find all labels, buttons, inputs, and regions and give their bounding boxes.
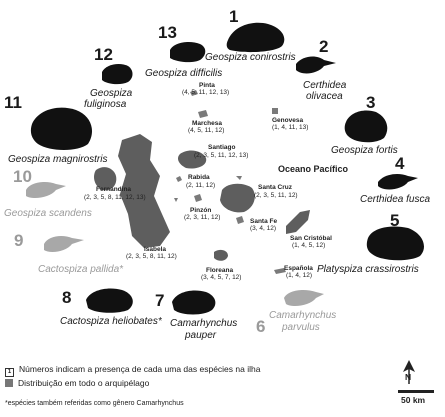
island-label-santa-fe: Santa Fe bbox=[250, 218, 278, 225]
species-name-2b: olivacea bbox=[306, 91, 343, 102]
species-number-13: 13 bbox=[158, 23, 177, 42]
island-label-santiago: Santiago bbox=[208, 144, 236, 151]
island-label-santa-cruz: Santa Cruz bbox=[258, 184, 292, 191]
scale-label: 50 km bbox=[401, 395, 426, 405]
island-codes-pinzon: (2, 3, 11, 12) bbox=[184, 214, 221, 221]
island-codes-espanola: (1, 4, 12) bbox=[286, 272, 313, 279]
island-label-pinta: Pinta bbox=[199, 82, 215, 89]
species-name-8: Cactospiza heliobates* bbox=[60, 316, 162, 327]
island-codes-floreana: (3, 4, 5, 7, 12) bbox=[201, 274, 242, 281]
island-floreana bbox=[214, 249, 228, 261]
island-codes-santa-cruz: (2, 3, 5, 11, 12) bbox=[254, 192, 298, 199]
species-name-4: Certhidea fusca bbox=[360, 194, 431, 205]
island-label-espanola: Española bbox=[284, 265, 313, 272]
island-genovesa bbox=[272, 108, 278, 114]
legend-number-box: 1 bbox=[5, 368, 14, 377]
species-name-10: Geospiza scandens bbox=[4, 208, 92, 219]
island-small-1 bbox=[236, 176, 242, 180]
island-isabela bbox=[118, 134, 170, 248]
bird-12-silhouette bbox=[102, 64, 133, 85]
island-santiago bbox=[178, 150, 207, 169]
bird-8-silhouette bbox=[86, 288, 133, 313]
island-codes-genovesa: (1, 4, 11, 13) bbox=[272, 124, 309, 131]
species-number-7: 7 bbox=[155, 291, 165, 310]
species-name-13: Geospiza difficilis bbox=[145, 68, 223, 79]
island-label-fernandina: Fernandina bbox=[96, 186, 132, 193]
island-codes-isabela: (2, 3, 5, 8, 11, 12) bbox=[126, 253, 177, 260]
bird-4-silhouette bbox=[378, 174, 418, 190]
island-label-floreana: Floreana bbox=[206, 267, 234, 274]
island-codes-santiago: (2, 3, 5, 11, 12, 13) bbox=[194, 152, 249, 159]
north-arrow-icon bbox=[403, 360, 415, 384]
island-codes-san-cristobal: (1, 4, 5, 12) bbox=[292, 242, 326, 249]
footnote: *espécies também referidas como gênero C… bbox=[5, 400, 184, 407]
bird-3-silhouette bbox=[344, 110, 388, 143]
species-number-12: 12 bbox=[94, 45, 113, 64]
species-name-2a: Certhidea bbox=[303, 80, 347, 91]
island-santa-cruz bbox=[220, 183, 255, 213]
species-number-10: 10 bbox=[13, 167, 32, 186]
species-number-6: 6 bbox=[256, 317, 266, 336]
legend-numbers: 1 Números indicam a presença de cada uma … bbox=[5, 364, 260, 377]
species-name-1: Geospiza conirostris bbox=[205, 52, 296, 63]
island-label-genovesa: Genovesa bbox=[272, 117, 304, 124]
ocean-label: Oceano Pacífico bbox=[278, 164, 349, 174]
island-codes-rabida: (2, 11, 12) bbox=[186, 182, 216, 189]
bird-13-silhouette bbox=[170, 42, 206, 63]
island-codes-pinta: (4, 5, 11, 12, 13) bbox=[182, 89, 230, 96]
island-rabida bbox=[176, 176, 182, 182]
island-label-marchesa: Marchesa bbox=[192, 120, 222, 127]
bird-7-silhouette bbox=[172, 290, 216, 315]
legend-gray: Distribuição em todo o arquipélago bbox=[5, 378, 149, 388]
species-name-12b: fuliginosa bbox=[84, 99, 127, 110]
species-name-7a: Camarhynchus bbox=[170, 318, 238, 329]
legend-gray-label: Distribuição em todo o arquipélago bbox=[18, 378, 150, 388]
island-codes-fernandina: (2, 3, 5, 8, 11, 12, 13) bbox=[84, 194, 146, 201]
bird-9-silhouette bbox=[44, 236, 84, 252]
legend-gray-swatch bbox=[5, 379, 13, 387]
species-name-6a: Camarhynchus bbox=[269, 310, 337, 321]
island-label-san-cristobal: San Cristóbal bbox=[290, 235, 332, 242]
species-number-2: 2 bbox=[319, 37, 329, 56]
island-label-isabela: Isabela bbox=[144, 246, 167, 253]
species-number-9: 9 bbox=[14, 231, 24, 250]
species-name-11: Geospiza magnirostris bbox=[8, 154, 108, 165]
species-name-9: Cactospiza pallida* bbox=[38, 264, 124, 275]
legend-numbers-label: Números indicam a presença de cada uma d… bbox=[19, 364, 261, 374]
bird-11-silhouette bbox=[30, 107, 92, 150]
island-san-cristobal bbox=[286, 210, 310, 234]
species-name-3: Geospiza fortis bbox=[331, 145, 398, 156]
bird-1-silhouette bbox=[226, 22, 285, 53]
island-small-2 bbox=[174, 198, 178, 202]
species-name-12a: Geospiza bbox=[90, 88, 133, 99]
species-number-5: 5 bbox=[390, 211, 400, 230]
species-number-11: 11 bbox=[4, 93, 22, 112]
bird-10-silhouette bbox=[26, 182, 66, 198]
species-number-1: 1 bbox=[229, 7, 239, 26]
species-name-6b: parvulus bbox=[282, 322, 320, 333]
island-santa-fe bbox=[236, 216, 244, 224]
species-number-8: 8 bbox=[62, 288, 72, 307]
scale-bar bbox=[398, 390, 434, 393]
bird-5-silhouette bbox=[366, 226, 424, 261]
bird-6-silhouette bbox=[284, 290, 324, 306]
island-espanola bbox=[274, 268, 286, 274]
bird-2-silhouette bbox=[296, 56, 336, 74]
island-pinta bbox=[190, 90, 198, 96]
island-pinzon bbox=[194, 194, 202, 202]
island-marchesa bbox=[198, 110, 208, 118]
species-number-4: 4 bbox=[395, 154, 405, 173]
species-name-7b: pauper bbox=[185, 330, 217, 341]
species-number-3: 3 bbox=[366, 93, 376, 112]
species-name-5: Platyspiza crassirostris bbox=[317, 264, 419, 275]
island-fernandina bbox=[94, 167, 117, 191]
island-codes-marchesa: (4, 5, 11, 12) bbox=[188, 127, 225, 134]
island-label-rabida: Rabida bbox=[188, 174, 210, 181]
north-label: N bbox=[405, 372, 412, 382]
island-codes-santa-fe: (3, 4, 12) bbox=[250, 225, 277, 232]
island-label-pinzon: Pinzón bbox=[190, 207, 212, 214]
